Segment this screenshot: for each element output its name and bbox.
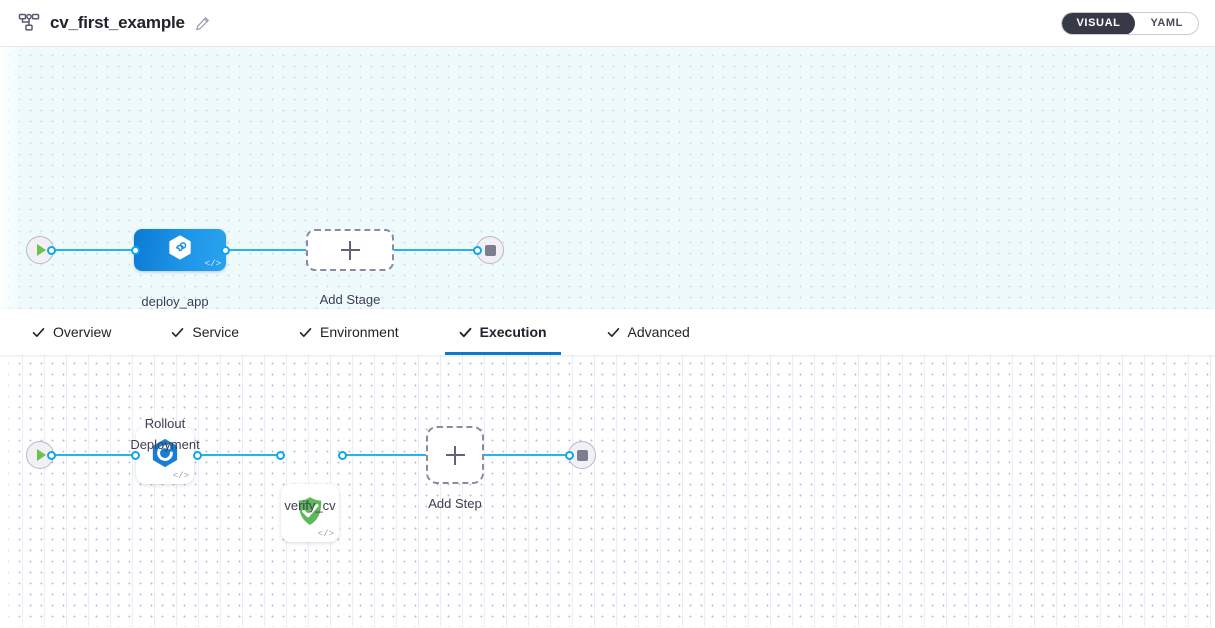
execution-end-input-port[interactable] — [565, 451, 574, 460]
add-stage-button[interactable] — [306, 229, 394, 271]
check-icon — [32, 326, 45, 339]
stage-canvas[interactable]: </> deploy_app Add Stage — [0, 47, 1215, 309]
header-left-group: cv_first_example — [18, 12, 210, 34]
play-icon — [37, 449, 46, 461]
add-stage-label: Add Stage — [319, 292, 381, 307]
mode-option-yaml[interactable]: YAML — [1150, 16, 1183, 29]
connector-start-to-stage — [52, 249, 139, 251]
step2-output-port[interactable] — [338, 451, 347, 460]
tab-advanced[interactable]: Advanced — [593, 309, 704, 355]
end-input-port[interactable] — [473, 246, 482, 255]
execution-start-output-port[interactable] — [47, 451, 56, 460]
stage-output-port[interactable] — [221, 246, 230, 255]
mode-option-visual[interactable]: VISUAL — [1061, 12, 1136, 34]
tab-environment-label: Environment — [320, 324, 399, 340]
step1-output-port[interactable] — [193, 451, 202, 460]
stage-input-port[interactable] — [131, 246, 140, 255]
tab-overview[interactable]: Overview — [18, 309, 125, 355]
add-step-label: Add Step — [428, 496, 482, 511]
connector-add-to-end — [394, 249, 480, 251]
step1-input-port[interactable] — [131, 451, 140, 460]
stop-icon — [484, 244, 496, 256]
tab-execution[interactable]: Execution — [444, 309, 561, 355]
rollout-deployment-icon — [148, 436, 182, 475]
step-node-rollout-deployment[interactable]: </> — [136, 426, 194, 484]
check-icon — [459, 326, 472, 339]
stage-node-label: deploy_app — [141, 294, 209, 309]
check-icon — [607, 326, 620, 339]
check-icon — [299, 326, 312, 339]
tab-environment[interactable]: Environment — [285, 309, 413, 355]
connector-start-to-step1 — [52, 454, 136, 456]
code-glyph-icon: </> — [204, 259, 221, 269]
app-header: cv_first_example VISUAL YAML — [0, 0, 1215, 47]
header-right-group: VISUAL YAML — [1060, 11, 1199, 35]
pipeline-nodes-icon — [18, 12, 40, 34]
connector-step1-to-step2 — [198, 454, 278, 456]
page-title: cv_first_example — [50, 13, 185, 32]
tab-overview-label: Overview — [53, 324, 112, 340]
connector-step2-to-add — [343, 454, 427, 456]
stage-config-tabbar: Overview Service Environment Execution — [0, 309, 1215, 355]
step-node-rollout-label: Rollout Deployment — [130, 416, 200, 452]
code-glyph-icon: </> — [317, 529, 334, 539]
tab-advanced-label: Advanced — [627, 324, 690, 340]
start-output-port[interactable] — [47, 246, 56, 255]
harness-hexagon-icon — [165, 233, 195, 268]
stop-icon — [576, 449, 588, 461]
check-icon — [171, 326, 184, 339]
plus-icon — [445, 445, 465, 465]
connector-add-to-execution-end — [484, 454, 568, 456]
execution-canvas[interactable]: </> Rollout Deployment </> verify_cv Add… — [0, 355, 1215, 627]
view-mode-toggle[interactable]: VISUAL YAML — [1060, 11, 1199, 35]
tab-service-label: Service — [192, 324, 240, 340]
step-node-verify-cv[interactable]: </> — [281, 484, 339, 542]
stage-node-deploy-app[interactable]: </> — [134, 229, 226, 271]
code-glyph-icon: </> — [172, 471, 189, 481]
step-node-verify-cv-label: verify_cv — [284, 498, 336, 513]
add-step-button[interactable] — [426, 426, 484, 484]
tab-service[interactable]: Service — [157, 309, 253, 355]
step2-input-port[interactable] — [276, 451, 285, 460]
tab-execution-label: Execution — [479, 324, 547, 340]
pencil-edit-icon[interactable] — [195, 16, 210, 31]
play-icon — [37, 244, 46, 256]
connector-stage-to-add — [226, 249, 308, 251]
plus-icon — [340, 240, 360, 260]
green-shield-check-icon — [293, 494, 327, 533]
